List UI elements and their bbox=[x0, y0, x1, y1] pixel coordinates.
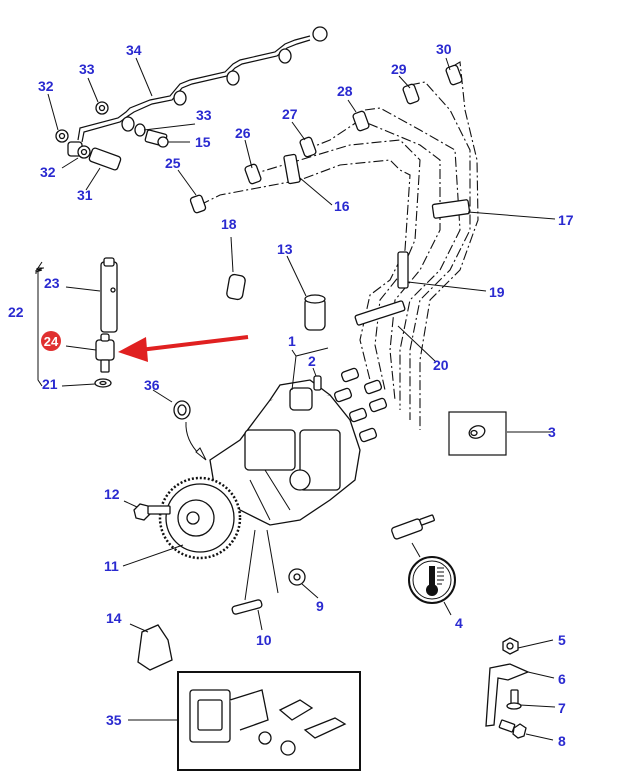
filter-13[interactable] bbox=[304, 294, 326, 331]
label-33a[interactable]: 33 bbox=[79, 61, 95, 77]
nut-5[interactable] bbox=[502, 637, 519, 655]
label-32a[interactable]: 32 bbox=[38, 78, 54, 94]
injector-holder-23[interactable] bbox=[100, 257, 118, 333]
label-29[interactable]: 29 bbox=[391, 61, 407, 77]
label-8[interactable]: 8 bbox=[558, 733, 566, 749]
label-6[interactable]: 6 bbox=[558, 671, 566, 687]
washer-21[interactable] bbox=[94, 378, 112, 388]
assembly-arrowhead bbox=[195, 447, 207, 461]
leader-lines bbox=[35, 57, 556, 741]
seal-36[interactable] bbox=[173, 400, 191, 420]
washer-33a[interactable] bbox=[95, 101, 109, 115]
label-20[interactable]: 20 bbox=[433, 357, 449, 373]
sleeve-18[interactable] bbox=[226, 273, 246, 301]
washer-32b[interactable] bbox=[77, 145, 91, 159]
label-18[interactable]: 18 bbox=[221, 216, 237, 232]
part-labels: 34 33 32 32 31 33 15 25 26 27 16 28 29 3… bbox=[8, 41, 574, 749]
label-1[interactable]: 1 bbox=[288, 333, 296, 349]
connector-31[interactable] bbox=[88, 147, 122, 171]
label-22[interactable]: 22 bbox=[8, 304, 24, 320]
highlight-arrow bbox=[118, 335, 249, 362]
label-12[interactable]: 12 bbox=[104, 486, 120, 502]
group-bracket-22 bbox=[35, 261, 44, 387]
label-31[interactable]: 31 bbox=[77, 187, 93, 203]
label-14[interactable]: 14 bbox=[106, 610, 122, 626]
part-3-box[interactable] bbox=[448, 411, 507, 456]
outlet-fittings bbox=[333, 367, 388, 443]
label-15[interactable]: 15 bbox=[195, 134, 211, 150]
label-24: 24 bbox=[44, 334, 59, 349]
fitting-27[interactable] bbox=[299, 136, 317, 158]
label-16[interactable]: 16 bbox=[334, 198, 350, 214]
fitting-29[interactable] bbox=[402, 83, 420, 105]
label-21[interactable]: 21 bbox=[42, 376, 58, 392]
clip-14[interactable] bbox=[137, 624, 173, 671]
fitting-30[interactable] bbox=[445, 64, 463, 86]
label-35[interactable]: 35 bbox=[106, 712, 122, 728]
washer-33b[interactable] bbox=[134, 123, 146, 137]
label-11[interactable]: 11 bbox=[104, 558, 119, 574]
label-27[interactable]: 27 bbox=[282, 106, 298, 122]
label-28[interactable]: 28 bbox=[337, 83, 353, 99]
bolt-7[interactable] bbox=[506, 689, 522, 710]
injector-nozzle-24[interactable] bbox=[95, 333, 115, 373]
label-19[interactable]: 19 bbox=[489, 284, 505, 300]
bolt-12[interactable] bbox=[133, 503, 171, 521]
clamp-19[interactable] bbox=[397, 251, 409, 289]
label-5[interactable]: 5 bbox=[558, 632, 566, 648]
connector-kit-35[interactable] bbox=[177, 671, 361, 771]
label-17[interactable]: 17 bbox=[558, 212, 574, 228]
bolt-8[interactable] bbox=[498, 719, 527, 739]
washer-32a[interactable] bbox=[55, 129, 69, 143]
label-25[interactable]: 25 bbox=[165, 155, 181, 171]
drive-gear-11[interactable] bbox=[158, 476, 242, 560]
label-36[interactable]: 36 bbox=[144, 377, 160, 393]
label-4[interactable]: 4 bbox=[455, 615, 463, 631]
fitting-26[interactable] bbox=[244, 163, 262, 185]
label-34[interactable]: 34 bbox=[126, 42, 142, 58]
nut-9[interactable] bbox=[288, 568, 306, 586]
clamp-17[interactable] bbox=[431, 199, 471, 219]
label-30[interactable]: 30 bbox=[436, 41, 452, 57]
bracket-6[interactable] bbox=[485, 663, 530, 727]
fitting-2[interactable] bbox=[313, 375, 322, 391]
leak-off-pipe-34[interactable] bbox=[77, 26, 328, 143]
banjo-bolt-15[interactable] bbox=[144, 129, 169, 148]
clamp-16[interactable] bbox=[283, 153, 301, 185]
thermometer-icon bbox=[408, 556, 456, 604]
label-26[interactable]: 26 bbox=[235, 125, 251, 141]
label-32b[interactable]: 32 bbox=[40, 164, 56, 180]
label-33b[interactable]: 33 bbox=[196, 107, 212, 123]
clamp-20[interactable] bbox=[354, 300, 406, 326]
temperature-sender-4[interactable] bbox=[391, 514, 435, 540]
fitting-25[interactable] bbox=[189, 194, 207, 214]
label-23[interactable]: 23 bbox=[44, 275, 60, 291]
fitting-28[interactable] bbox=[352, 110, 370, 132]
label-10[interactable]: 10 bbox=[256, 632, 272, 648]
injector-pipes bbox=[199, 61, 479, 430]
highlight-badge-24[interactable]: 24 bbox=[41, 331, 61, 351]
label-3[interactable]: 3 bbox=[548, 424, 556, 440]
stud-10[interactable] bbox=[231, 599, 263, 615]
label-7[interactable]: 7 bbox=[558, 700, 566, 716]
label-13[interactable]: 13 bbox=[277, 241, 293, 257]
label-2[interactable]: 2 bbox=[308, 353, 316, 369]
label-9[interactable]: 9 bbox=[316, 598, 324, 614]
